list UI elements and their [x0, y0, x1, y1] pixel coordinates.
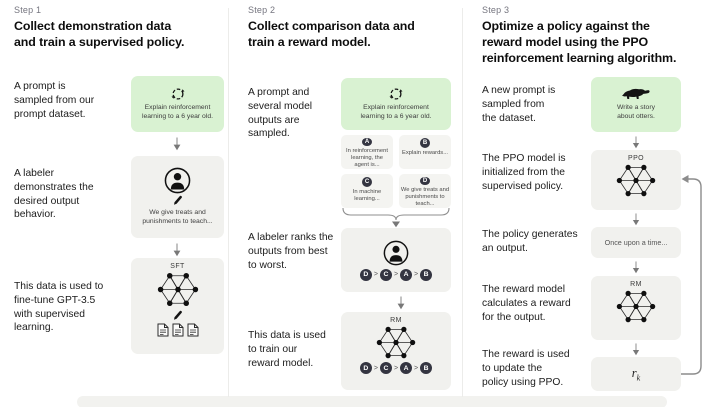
caption-outputs-sampled: A prompt and several model outputs are s… [248, 87, 313, 140]
option-text: In reinforcement learning, the agent is.… [346, 147, 388, 168]
step2-heading: Collect comparison data and train a rewa… [248, 19, 415, 49]
labeler-demo-box: We give treats and punishments to teach.… [131, 156, 224, 238]
caption-reward-calc: The reward model calculates a reward for… [482, 284, 571, 323]
ranking-row: D > C > A > B [359, 362, 433, 374]
neural-network-icon [375, 325, 417, 360]
caption-new-prompt: A new prompt is sampled from the dataset… [482, 85, 556, 124]
step2-column: Step 2 Collect comparison data and train… [229, 0, 462, 407]
cutoff-next-row [77, 396, 667, 407]
caption-reward-update: The reward is used to update the policy … [482, 349, 570, 388]
step3-heading: Optimize a policy against the reward mod… [482, 19, 677, 65]
refresh-icon [389, 87, 403, 101]
rank-badge: C [379, 268, 392, 281]
arrow-down-icon [172, 243, 182, 257]
demonstration-text: We give treats and punishments to teach.… [142, 209, 213, 225]
prompt-text: Explain reinforcement learning to a 6 ye… [360, 103, 432, 120]
documents-icon [157, 323, 199, 337]
rm-label: RM [630, 281, 642, 288]
arrow-down-icon [631, 261, 641, 274]
ppo-model-box: PPO [591, 150, 681, 210]
pencil-icon [172, 195, 183, 206]
neural-network-icon [156, 271, 200, 308]
caption-labeler-demo: A labeler demonstrates the desired outpu… [14, 168, 94, 221]
reward-model-box: RM D > C > A > B [341, 312, 451, 390]
option-letter-badge: C [362, 177, 372, 187]
policy-output-text: Once upon a time... [604, 238, 668, 247]
curly-brace-icon [341, 207, 451, 220]
sft-model-box: SFT [131, 258, 224, 354]
step1-heading: Collect demonstration data and train a s… [14, 19, 185, 49]
output-option-a: A In reinforcement learning, the agent i… [341, 135, 393, 169]
rank-separator: > [414, 271, 419, 278]
rank-separator: > [373, 364, 378, 372]
option-letter-badge: A [362, 138, 372, 147]
reward-symbol-k: k [636, 373, 641, 383]
rank-badge: D [359, 362, 372, 374]
option-text: Explain rewards... [401, 149, 449, 156]
step2-label: Step 2 [248, 5, 276, 15]
caption-ppo-init: The PPO model is initialized from the su… [482, 153, 566, 192]
caption-finetune: This data is used to fine-tune GPT-3.5 w… [14, 281, 104, 334]
reward-value-box: rk [591, 357, 681, 391]
rm-label: RM [390, 317, 402, 324]
output-option-b: B Explain rewards... [399, 135, 451, 169]
ranking-row: D > C > A > B [359, 268, 433, 281]
prompt-text: Write a story about otters. [616, 104, 656, 120]
arrow-down-icon [631, 343, 641, 356]
prompt-text: Explain reinforcement learning to a 6 ye… [141, 103, 214, 120]
reward-model-box: RM [591, 276, 681, 340]
prompt-box: Explain reinforcement learning to a 6 ye… [131, 76, 224, 132]
step1-column: Step 1 Collect demonstration data and tr… [0, 0, 228, 407]
rank-badge: B [420, 268, 433, 281]
column-divider [462, 8, 463, 397]
option-text: In machine learning... [352, 188, 382, 202]
option-text: We give treats and punishments to teach.… [400, 186, 450, 207]
pencil-icon [172, 310, 183, 321]
option-letter-badge: D [420, 177, 430, 186]
labeler-person-icon [164, 167, 191, 194]
labeler-ranking-box: D > C > A > B [341, 228, 451, 292]
caption-train-rm: This data is used to train our reward mo… [248, 330, 326, 369]
arrow-down-icon [396, 296, 406, 310]
rank-badge: B [420, 362, 433, 374]
column-divider [228, 8, 229, 397]
model-outputs-grid: A In reinforcement learning, the agent i… [341, 135, 451, 208]
neural-network-icon [615, 289, 657, 324]
reward-symbol-r: r [631, 365, 637, 380]
otter-icon [621, 87, 652, 101]
arrow-down-icon [631, 136, 641, 149]
step3-label: Step 3 [482, 5, 510, 15]
rank-badge: C [379, 362, 392, 374]
rank-separator: > [414, 364, 419, 372]
rank-separator: > [393, 271, 399, 278]
caption-policy-output: The policy generates an output. [482, 229, 578, 254]
rank-separator: > [373, 271, 378, 278]
arrow-down-icon [172, 137, 182, 151]
sft-label: SFT [170, 263, 185, 270]
prompt-box: Write a story about otters. [591, 77, 681, 132]
prompt-box: Explain reinforcement learning to a 6 ye… [341, 78, 451, 130]
caption-labeler-ranks: A labeler ranks the outputs from best to… [248, 232, 334, 271]
rank-badge: A [400, 268, 413, 281]
arrow-down-icon [391, 221, 401, 228]
refresh-icon [171, 87, 185, 101]
output-option-c: C In machine learning... [341, 174, 393, 208]
rank-separator: > [393, 364, 399, 372]
output-option-d: D We give treats and punishments to teac… [399, 174, 451, 208]
ppo-label: PPO [628, 155, 644, 162]
option-letter-badge: B [420, 138, 430, 148]
arrow-down-icon [631, 213, 641, 226]
step3-column: Step 3 Optimize a policy against the rew… [463, 0, 720, 407]
neural-network-icon [615, 163, 657, 198]
rank-badge: D [359, 268, 372, 281]
labeler-person-icon [383, 240, 409, 266]
reward-symbol: rk [632, 366, 640, 383]
caption-prompt-sampled: A prompt is sampled from our prompt data… [14, 81, 95, 120]
policy-output-box: Once upon a time... [591, 227, 681, 258]
rank-badge: A [400, 362, 413, 374]
step1-label: Step 1 [14, 5, 42, 15]
